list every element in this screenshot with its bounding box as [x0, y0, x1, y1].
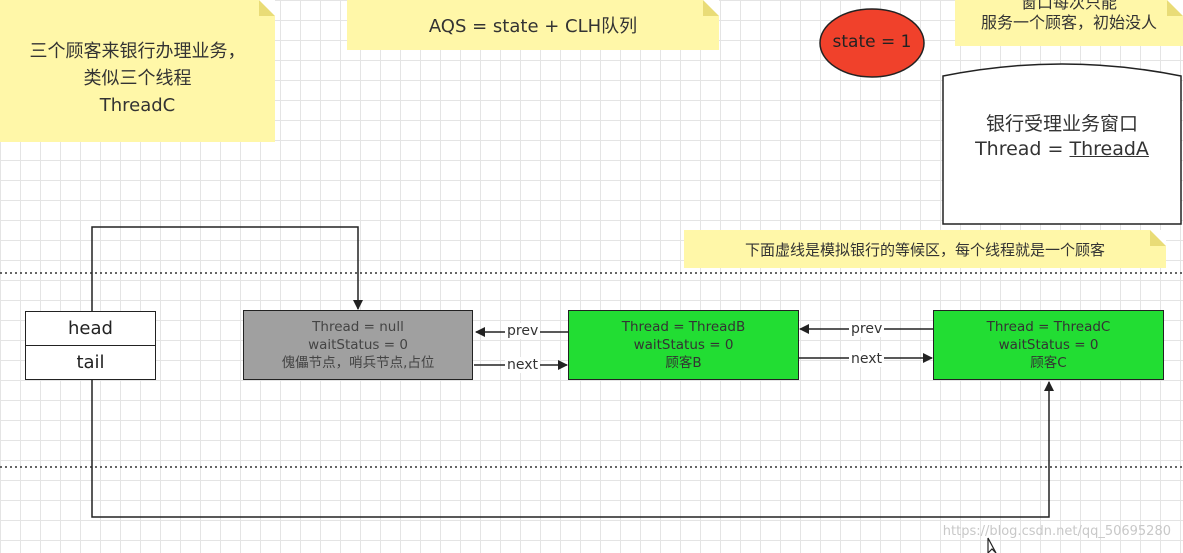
note-customers-line1: 三个顾客来银行办理业务，	[29, 41, 246, 62]
note-window: 窗口每次只能 服务一个顾客，初始没人	[955, 0, 1183, 46]
mouse-cursor-icon	[987, 537, 997, 553]
node-sentinel-desc: 傀儡节点，哨兵节点,占位	[281, 355, 435, 371]
node-b-wait: waitStatus = 0	[633, 337, 734, 353]
state-label: state = 1	[832, 32, 912, 52]
node-sentinel-wait: waitStatus = 0	[308, 337, 408, 353]
tail-pointer-line	[91, 379, 1054, 518]
note-fold-icon	[259, 0, 275, 16]
node-sentinel-thread: Thread = null	[312, 319, 404, 335]
note-fold-icon	[1167, 0, 1183, 16]
node-c-thread: Thread = ThreadC	[986, 319, 1111, 335]
note-customers: 三个顾客来银行办理业务， 类似三个线程 ThreadC	[0, 0, 275, 142]
note-fold-icon	[1150, 230, 1166, 246]
tail-cell: tail	[76, 352, 105, 373]
node-b-thread: Thread = ThreadB	[621, 319, 746, 335]
note-aqs-text: AQS = state + CLH队列	[428, 16, 638, 37]
head-cell: head	[26, 312, 155, 346]
bank-window-thread-prefix: Thread =	[975, 138, 1070, 160]
node-c: Thread = ThreadC waitStatus = 0 顾客C	[933, 310, 1164, 380]
state-ellipse	[819, 8, 925, 78]
note-window-line2: 服务一个顾客，初始没人	[980, 13, 1157, 32]
prev-label-b-c: prev	[849, 321, 885, 337]
bank-window-thread-value: ThreadA	[1069, 138, 1149, 160]
head-pointer-line	[91, 226, 363, 311]
node-b-desc: 顾客B	[665, 355, 702, 371]
next-label-b-c: next	[849, 351, 885, 367]
bank-window-shape	[942, 63, 1182, 225]
note-waiting-area-text: 下面虚线是模拟银行的等候区，每个线程就是一个顾客	[744, 241, 1105, 259]
note-customers-line2: 类似三个线程	[83, 68, 192, 89]
next-label-sentinel-b: next	[505, 357, 541, 373]
note-customers-line3: ThreadC	[99, 95, 176, 116]
note-waiting-area: 下面虚线是模拟银行的等候区，每个线程就是一个顾客	[684, 230, 1166, 268]
bank-window-thread: Thread = ThreadA	[943, 137, 1181, 162]
node-c-desc: 顾客C	[1030, 355, 1067, 371]
bank-window-title: 银行受理业务窗口	[985, 113, 1138, 135]
node-b: Thread = ThreadB waitStatus = 0 顾客B	[568, 310, 799, 380]
head-tail-box: head tail	[25, 311, 156, 380]
watermark: https://blog.csdn.net/qq_50695280	[942, 524, 1171, 539]
note-aqs: AQS = state + CLH队列	[347, 0, 719, 50]
note-window-line1: 窗口每次只能	[1020, 0, 1117, 12]
prev-label-sentinel-b: prev	[505, 323, 541, 339]
note-fold-icon	[703, 0, 719, 16]
node-sentinel: Thread = null waitStatus = 0 傀儡节点，哨兵节点,占…	[243, 310, 473, 380]
bank-window: 银行受理业务窗口 Thread = ThreadA	[943, 112, 1181, 162]
node-c-wait: waitStatus = 0	[998, 337, 1099, 353]
